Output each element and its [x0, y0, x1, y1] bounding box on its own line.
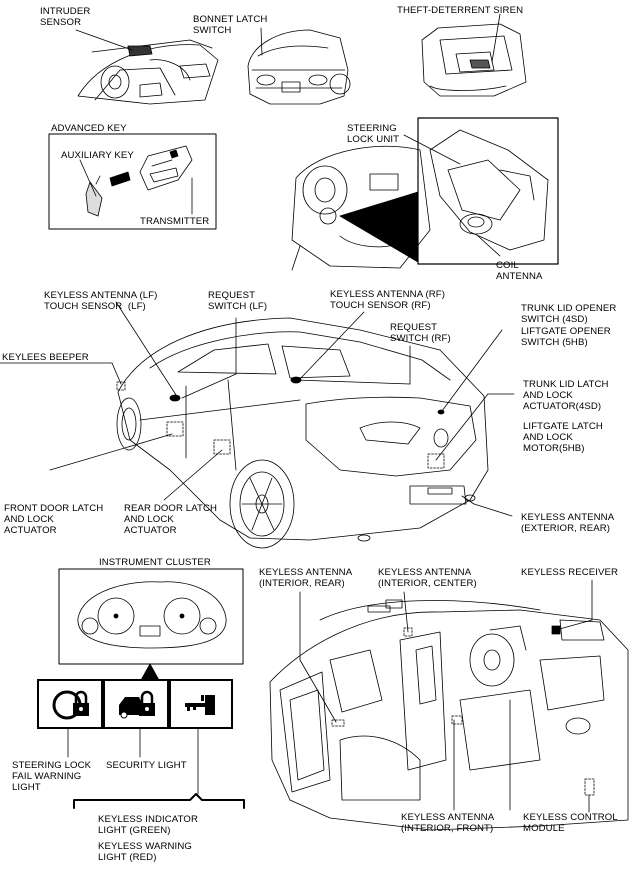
label-keyless-antenna-rf: KEYLESS ANTENNA (RF) TOUCH SENSOR (RF): [330, 289, 446, 311]
label-intruder-sensor: INTRUDER SENSOR: [40, 6, 91, 28]
label-front-door-latch: FRONT DOOR LATCH AND LOCK ACTUATOR: [4, 503, 104, 536]
label-security-light: SECURITY LIGHT: [106, 760, 187, 771]
label-keyless-warning: KEYLESS WARNING LIGHT (RED): [98, 841, 192, 863]
label-theft-deterrent-siren: THEFT-DETERRENT SIREN: [397, 5, 524, 16]
label-liftgate-opener: LIFTGATE OPENER SWITCH (5HB): [521, 326, 611, 348]
security-light-box: [103, 679, 169, 729]
label-advanced-key: ADVANCED KEY: [51, 123, 127, 134]
label-trunk-lid-latch: TRUNK LID LATCH AND LOCK ACTUATOR(4SD): [523, 379, 609, 412]
label-keyless-indicator: KEYLESS INDICATOR LIGHT (GREEN): [98, 814, 198, 836]
bonnet-latch-illustration: [247, 27, 351, 105]
label-coil-antenna: COIL ANTENNA: [496, 260, 543, 282]
label-request-switch-rf: REQUEST SWITCH (RF): [390, 322, 451, 344]
label-keyless-antenna-ext-rear: KEYLESS ANTENNA (EXTERIOR, REAR): [521, 512, 615, 534]
keyless-indicator-box: [169, 679, 233, 729]
label-keyless-antenna-int-front: KEYLESS ANTENNA (INTERIOR, FRONT): [401, 812, 495, 834]
steering-lock-fail-box: [37, 679, 103, 729]
label-keyless-antenna-lf: KEYLESS ANTENNA (LF) TOUCH SENSOR (LF): [44, 290, 158, 312]
steering-lock-fail-icon: [52, 690, 89, 720]
label-auxiliary-key: AUXILIARY KEY: [61, 150, 134, 161]
label-steering-lock-fail: STEERING LOCK FAIL WARNING LIGHT: [12, 760, 92, 793]
label-keyless-antenna-int-center: KEYLESS ANTENNA (INTERIOR, CENTER): [378, 567, 477, 589]
label-keylees-beeper: KEYLEES BEEPER: [2, 352, 89, 363]
label-liftgate-latch: LIFTGATE LATCH AND LOCK MOTOR(5HB): [523, 421, 603, 454]
label-keyless-antenna-int-rear: KEYLESS ANTENNA (INTERIOR, REAR): [259, 567, 353, 589]
steering-lock-illustration: [291, 117, 559, 271]
label-bonnet-latch-switch: BONNET LATCH SWITCH: [193, 14, 268, 36]
advanced-key-illustration: [48, 133, 217, 230]
label-keyless-control-module: KEYLESS CONTROL MODULE: [523, 812, 618, 834]
sedan-illustration: [0, 301, 515, 549]
label-transmitter: TRANSMITTER: [140, 216, 210, 227]
label-instrument-cluster: INSTRUMENT CLUSTER: [99, 557, 211, 568]
icon-brace: [73, 793, 245, 809]
label-steering-lock-unit: STEERING LOCK UNIT: [347, 123, 400, 145]
intruder-sensor-illustration: [75, 29, 219, 105]
security-lock-icon: [119, 690, 155, 719]
interior-illustration: [269, 579, 629, 831]
siren-illustration: [421, 13, 527, 97]
label-rear-door-latch: REAR DOOR LATCH AND LOCK ACTUATOR: [124, 503, 218, 536]
label-keyless-receiver: KEYLESS RECEIVER: [521, 567, 619, 578]
keyless-key-icon: [185, 695, 215, 715]
label-trunk-lid-opener: TRUNK LID OPENER SWITCH (4SD): [521, 303, 617, 325]
label-request-switch-lf: REQUEST SWITCH (LF): [208, 290, 268, 312]
